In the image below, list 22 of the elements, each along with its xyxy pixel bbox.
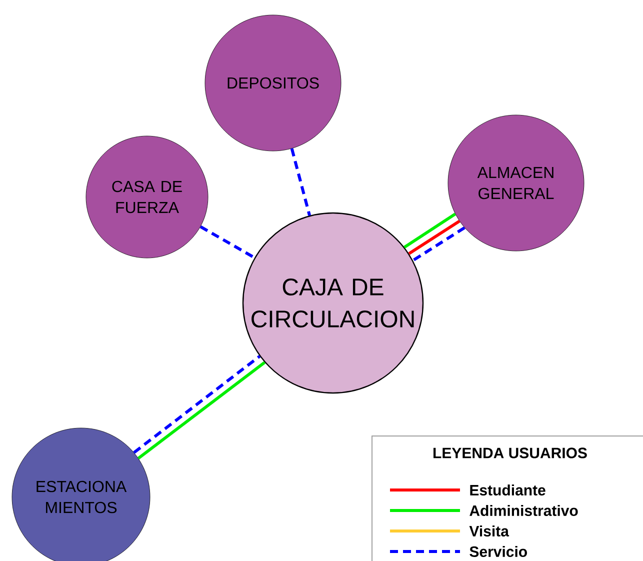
node-label: ALMACEN GENERAL <box>477 166 554 200</box>
connector-line <box>200 225 256 259</box>
connector-line <box>290 148 311 216</box>
circle-node <box>204 14 342 152</box>
legend-entry: Servicio <box>390 546 527 557</box>
circle-node <box>448 114 584 252</box>
legend-entry: Visita <box>390 525 510 536</box>
circle-node <box>12 428 150 561</box>
circle-node <box>242 212 424 394</box>
connector-line <box>137 361 266 460</box>
node-label: CAJA DE CIRCULACION <box>252 278 414 328</box>
node-label: DEPOSITOS <box>228 77 319 89</box>
node-label: ESTACIONA MIENTOS <box>36 480 127 514</box>
connector-line <box>404 212 456 248</box>
node-label: CASA DE FUERZA <box>112 180 182 214</box>
connector-line <box>412 226 466 262</box>
legend-entry: Adiministrativo <box>390 504 578 516</box>
legend-title: LEYENDA USUARIOS <box>434 448 587 458</box>
connector-line <box>133 355 261 454</box>
connector-line <box>408 220 460 255</box>
circle-node <box>86 136 208 258</box>
legend-entry: Estudiante <box>390 484 546 496</box>
